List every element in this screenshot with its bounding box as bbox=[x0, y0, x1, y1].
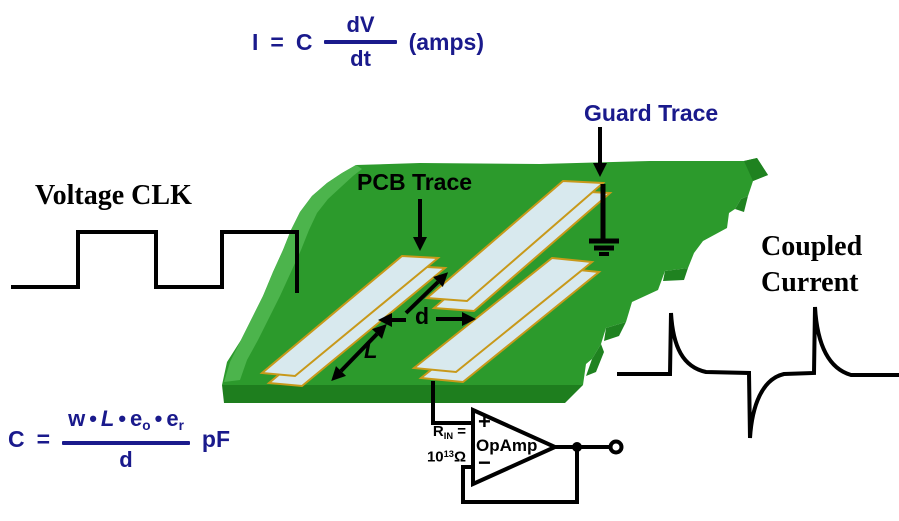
opamp-triangle bbox=[471, 406, 560, 488]
capacitance-denominator: d bbox=[119, 447, 133, 473]
pcb-trace-left-top bbox=[259, 254, 441, 378]
fraction-bar bbox=[324, 40, 397, 44]
trace-gap-arrow bbox=[404, 272, 449, 315]
current-formula-unit: (amps) bbox=[408, 28, 484, 55]
board-facet-tab bbox=[744, 158, 768, 181]
capacitance-formula-lhs: C bbox=[8, 426, 25, 453]
current-formula-lhs: I bbox=[252, 28, 259, 55]
pickup-trace-top bbox=[411, 256, 595, 374]
fraction-bar bbox=[62, 441, 190, 446]
dim-d-label: d bbox=[415, 303, 430, 329]
current-formula-coef: C bbox=[295, 28, 313, 55]
opamp-name-label: OpAmp bbox=[476, 436, 538, 455]
capacitance-fraction: w•L•eo•er d bbox=[62, 406, 190, 473]
guard-trace-copper bbox=[424, 179, 613, 313]
current-formula: I = C dV dt (amps) bbox=[252, 12, 484, 72]
board-facet-step4 bbox=[586, 344, 604, 376]
dt-denominator: dt bbox=[350, 46, 371, 71]
voltage-clk-label: Voltage CLK bbox=[35, 180, 192, 211]
opamp-minus-sign: − bbox=[478, 450, 491, 475]
annotation-arrows bbox=[331, 127, 607, 382]
input-resistance-line2: 1013Ω bbox=[426, 448, 466, 466]
opamp-plus-sign: + bbox=[478, 409, 491, 434]
opamp-circuit bbox=[431, 381, 624, 504]
opamp-feedback-wire bbox=[461, 447, 579, 504]
output-terminal bbox=[608, 439, 624, 455]
capacitance-formula-equals: = bbox=[36, 426, 51, 453]
capacitance-formula-unit: pF bbox=[201, 426, 230, 453]
ground-symbol bbox=[589, 184, 619, 256]
coupled-current-label-line2: Current bbox=[761, 267, 859, 298]
dv-numerator: dV bbox=[346, 12, 375, 37]
dim-length-label: L bbox=[364, 338, 378, 363]
pcb-trace-label: PCB Trace bbox=[357, 169, 473, 195]
board-bottom-edge bbox=[222, 385, 583, 403]
pickup-trace-copper bbox=[411, 256, 602, 384]
board-facet-step2 bbox=[663, 268, 688, 281]
current-formula-equals: = bbox=[270, 28, 284, 55]
board-left-highlight bbox=[224, 165, 362, 382]
board-facet-step3 bbox=[604, 322, 626, 341]
dim-length-arrow bbox=[331, 323, 387, 382]
capacitance-formula: C = w•L•eo•er d pF bbox=[8, 406, 230, 473]
board-facet-step1 bbox=[735, 196, 748, 212]
guard-trace-top bbox=[424, 179, 606, 303]
dv-dt-fraction: dV dt bbox=[324, 12, 397, 72]
pcb-traces bbox=[259, 179, 613, 388]
input-resistance-label: RIN = 1013Ω bbox=[394, 423, 466, 466]
voltage-clk-waveform bbox=[11, 230, 299, 293]
coupled-current-label-line1: Coupled bbox=[761, 231, 863, 262]
coupled-current-waveform bbox=[617, 306, 899, 439]
opamp-input-wire bbox=[431, 381, 472, 425]
capacitance-numerator: w•L•eo•er bbox=[68, 406, 184, 434]
input-resistance-line1: RIN = bbox=[432, 423, 466, 441]
output-node-dot bbox=[572, 442, 582, 452]
guard-trace-label: Guard Trace bbox=[584, 100, 719, 126]
